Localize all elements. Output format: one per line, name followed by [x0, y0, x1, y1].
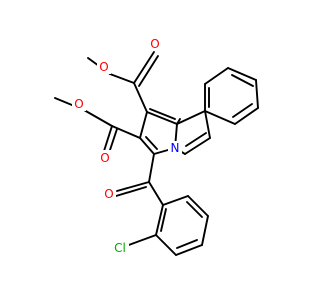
bond [231, 74, 254, 87]
oxygen-label-ester2-ether: O [74, 97, 83, 111]
bond [201, 215, 209, 246]
atom-label-background [72, 96, 86, 111]
bond [234, 107, 259, 125]
bond [162, 195, 189, 206]
bond [160, 208, 167, 232]
bond [204, 110, 236, 125]
bond [255, 79, 259, 109]
bond [115, 186, 147, 197]
oxygen-label-ester1-carbonyl: O [150, 37, 159, 51]
molecule-structure: O O O O N O Cl [54, 36, 259, 256]
bond [186, 201, 203, 218]
bond [83, 109, 113, 127]
bond [155, 204, 164, 236]
bond [133, 51, 155, 84]
bond [109, 128, 118, 151]
bond [155, 234, 177, 256]
atom-label-layer: O O O O N O Cl [72, 36, 182, 255]
bond [227, 67, 257, 81]
oxygen-label-ketone: O [104, 187, 113, 201]
atom-label-background [148, 36, 162, 51]
bond [148, 181, 164, 206]
bond [146, 111, 178, 125]
bond [176, 239, 198, 249]
bond [204, 110, 211, 139]
bond [184, 137, 211, 155]
bond [204, 67, 229, 85]
nitrogen-label: N [171, 141, 180, 155]
oxygen-label-ester1-ether: O [99, 60, 108, 74]
bond [109, 73, 135, 84]
bond [103, 125, 113, 152]
atom-label-background [102, 186, 116, 201]
bond [138, 55, 159, 87]
bond [176, 118, 181, 125]
bond-layer [54, 51, 259, 256]
bond [145, 136, 158, 150]
bond [116, 181, 150, 192]
chlorine-label: Cl [114, 241, 126, 255]
bond [185, 132, 207, 147]
bond [139, 111, 148, 139]
atom-label-background [97, 59, 111, 74]
bond [133, 82, 148, 113]
bond [148, 153, 155, 183]
atom-label-background [98, 150, 112, 165]
bond [139, 137, 155, 155]
bond [176, 110, 206, 125]
atom-label-background [168, 141, 182, 156]
atom-label-background [111, 240, 129, 255]
bond [125, 234, 157, 247]
bond [149, 108, 176, 120]
bond [111, 125, 141, 139]
bond [175, 244, 203, 256]
oxygen-label-ester2-carbonyl: O [100, 151, 109, 165]
bond [187, 195, 209, 217]
bond [232, 103, 253, 118]
